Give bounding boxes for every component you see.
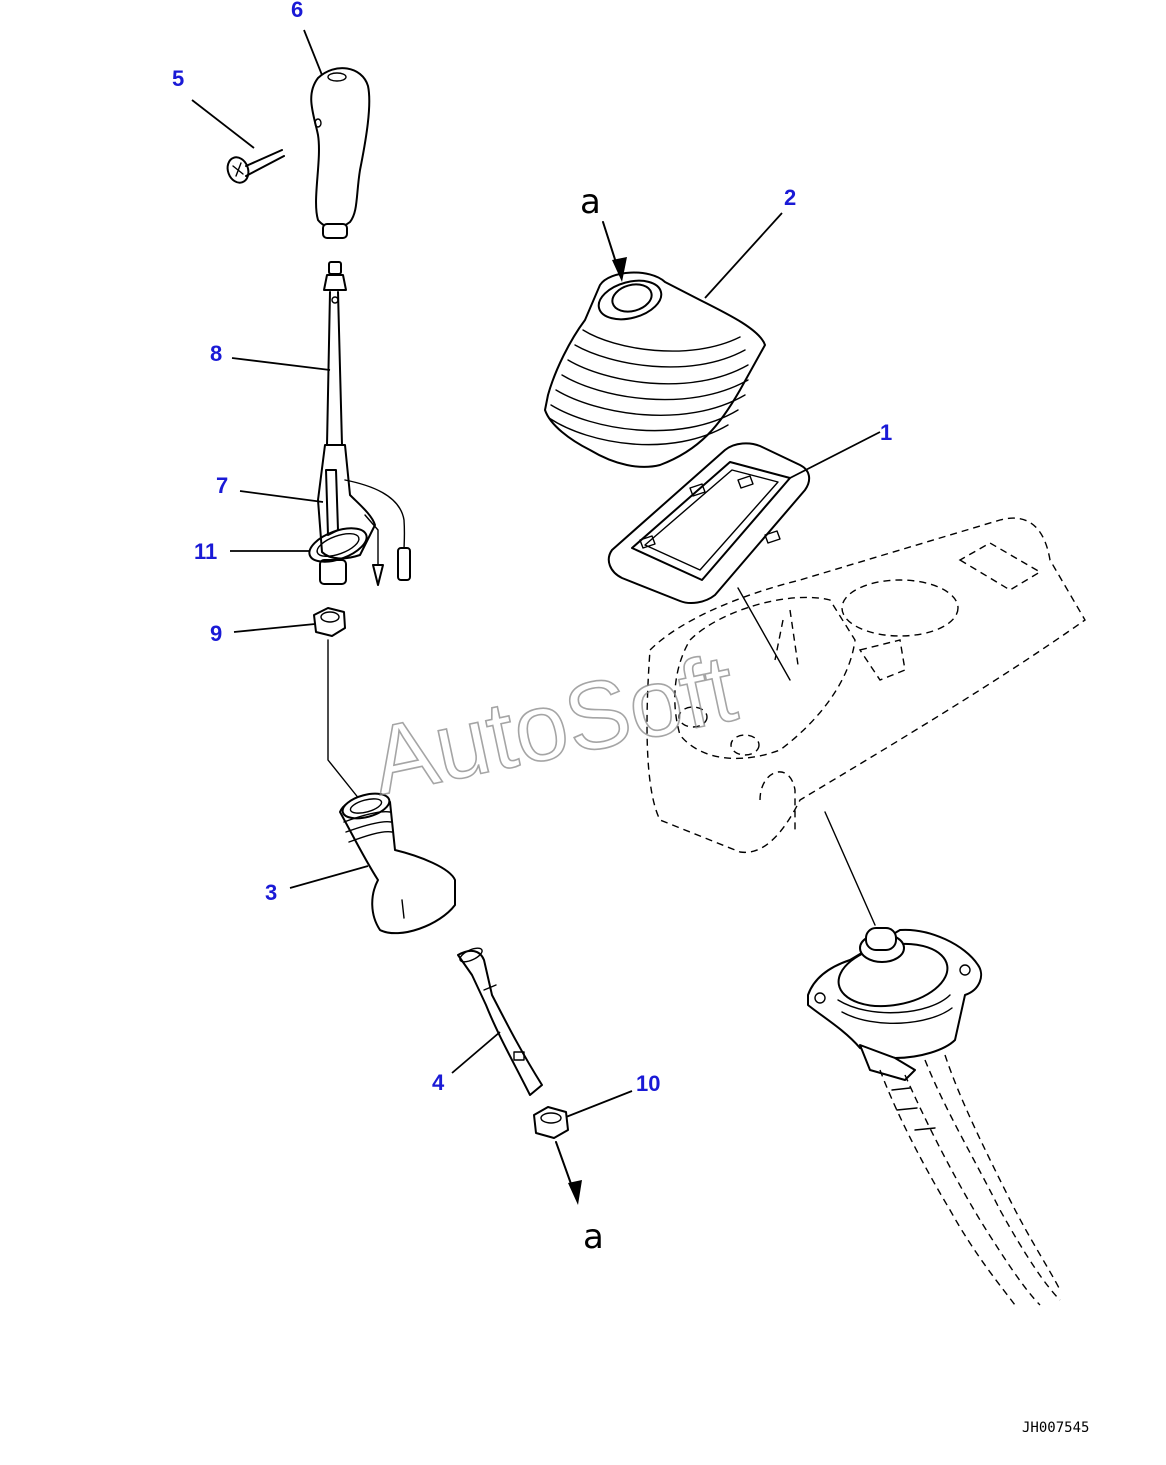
callout-9: 9: [210, 621, 222, 646]
part-6-knob: [310, 67, 371, 239]
view-arrow-bottom-icon: [568, 1180, 582, 1205]
view-marker-top: a: [580, 182, 601, 222]
callout-10: 10: [636, 1071, 660, 1096]
callout-3: 3: [265, 880, 277, 905]
leader-2: [704, 212, 783, 299]
callout-6: 6: [291, 0, 303, 22]
alignment-line-9-3: [327, 639, 361, 801]
part-10-nut: [533, 1106, 569, 1139]
leader-5: [191, 99, 255, 149]
leader-10: [565, 1090, 633, 1118]
part-5-screw: [226, 149, 285, 184]
leader-8: [231, 357, 331, 371]
drawing-code: JH007545: [1022, 1420, 1089, 1436]
callout-2: 2: [784, 185, 796, 210]
part-1-frame: [607, 442, 811, 604]
callout-7: 7: [216, 473, 228, 498]
leader-4: [451, 1031, 501, 1074]
part-4-shaft: [457, 947, 543, 1096]
leader-1: [789, 431, 881, 479]
console-phantom: [646, 517, 1086, 854]
view-marker-bottom: a: [583, 1217, 604, 1257]
callout-5: 5: [172, 66, 184, 91]
watermark-text: AutoSoft: [362, 634, 744, 815]
control-valve: [807, 927, 1061, 1306]
part-2-bellows: [544, 271, 766, 468]
callout-4: 4: [432, 1070, 445, 1095]
alignment-line-console-valve: [824, 811, 876, 926]
leader-6: [303, 29, 323, 76]
part-11-ring: [308, 527, 368, 563]
callout-1: 1: [880, 420, 892, 445]
part-9-nut: [313, 607, 346, 637]
callout-11: 11: [194, 539, 217, 564]
leader-7: [239, 490, 324, 503]
part-7-handle: [317, 444, 411, 586]
alignment-line-1-console: [737, 587, 791, 681]
callout-8: 8: [210, 341, 222, 366]
leader-3: [289, 865, 369, 889]
leader-9: [233, 623, 316, 633]
view-arrow-top-icon: [612, 257, 627, 282]
part-3-adapter: [339, 792, 456, 935]
part-8-rod: [323, 261, 347, 446]
